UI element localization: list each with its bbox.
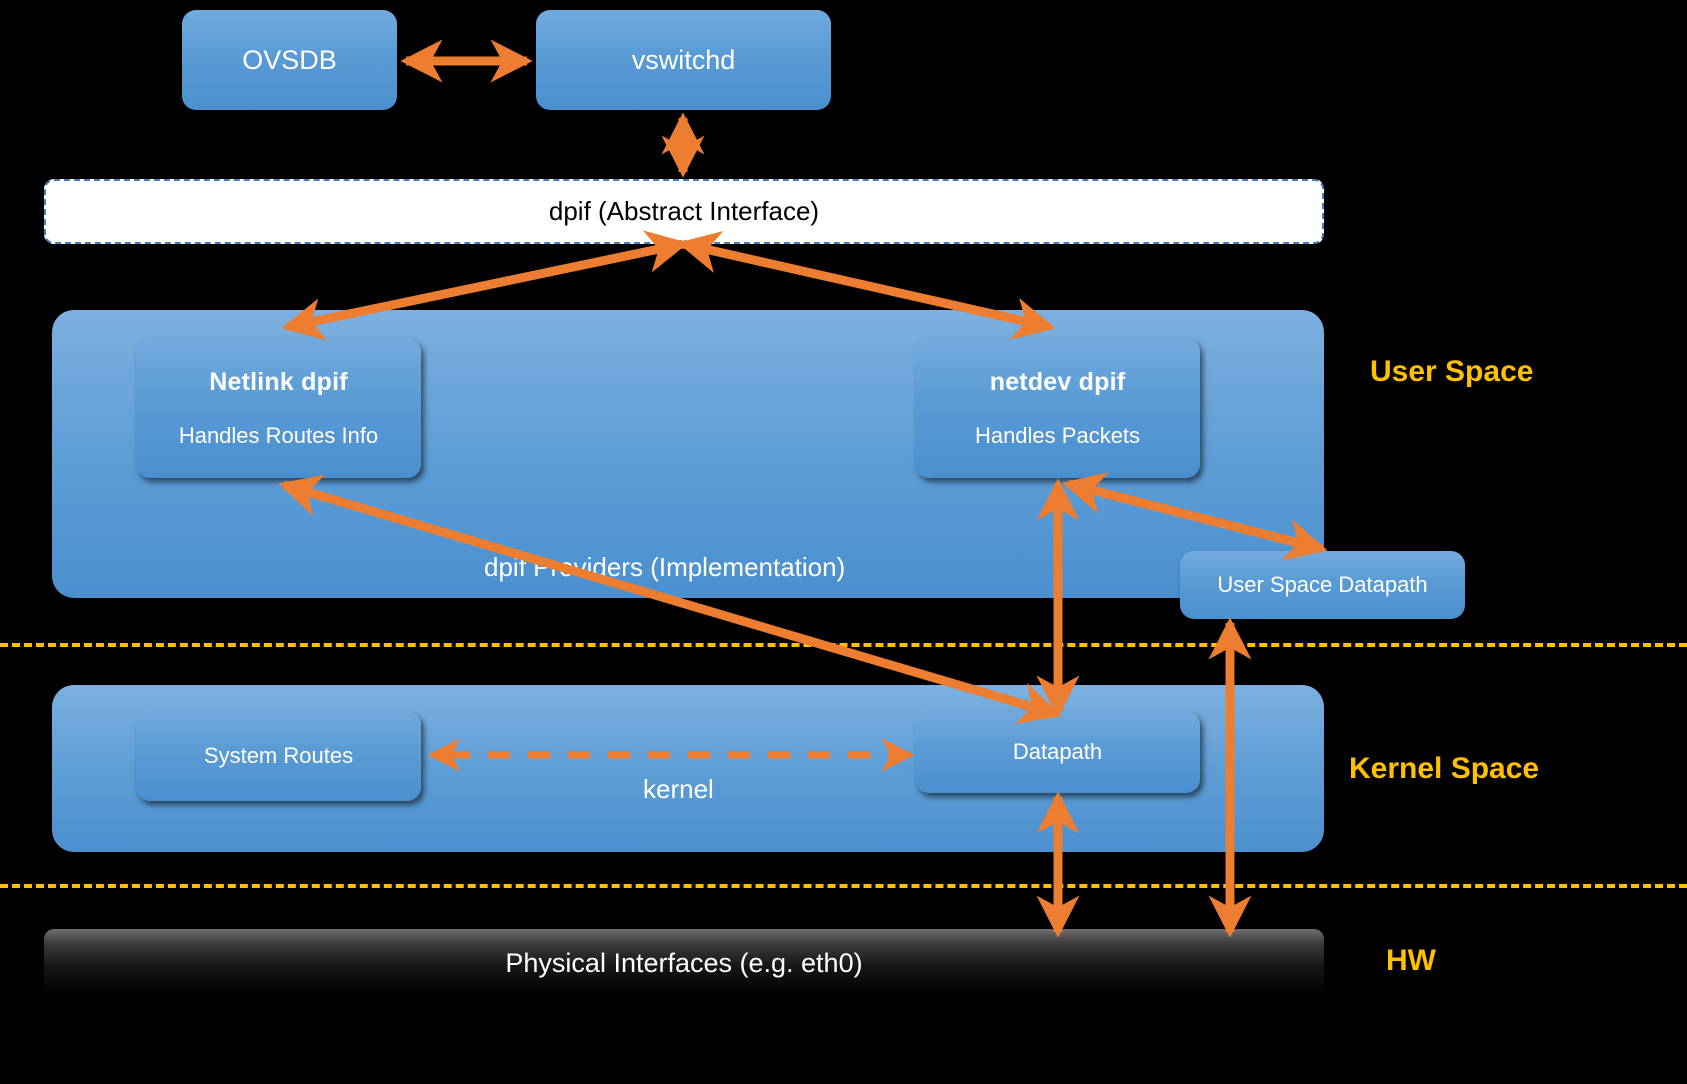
divider-user-kernel	[0, 643, 1687, 647]
node-netlink-dpif[interactable]: Netlink dpif Handles Routes Info	[136, 338, 421, 478]
user-space-panel-caption: dpif Providers (Implementation)	[484, 552, 846, 582]
node-netdev-dpif[interactable]: netdev dpif Handles Packets	[915, 338, 1200, 478]
node-netdev-dpif-title: netdev dpif	[989, 367, 1126, 396]
region-label-kernel-space: Kernel Space	[1349, 752, 1540, 785]
divider-kernel-hw	[0, 884, 1687, 888]
node-vswitchd-label: vswitchd	[631, 44, 736, 75]
node-ovsdb[interactable]: OVSDB	[182, 10, 397, 110]
kernel-panel-caption: kernel	[643, 774, 714, 804]
node-system-routes[interactable]: System Routes	[136, 711, 421, 801]
physical-interfaces-bar[interactable]: Physical Interfaces (e.g. eth0)	[44, 929, 1324, 997]
node-netdev-dpif-subtitle: Handles Packets	[974, 422, 1141, 448]
node-vswitchd[interactable]: vswitchd	[536, 10, 831, 110]
dpif-abstract-interface-label: dpif (Abstract Interface)	[548, 196, 820, 226]
physical-interfaces-label: Physical Interfaces (e.g. eth0)	[505, 947, 863, 978]
node-netlink-dpif-subtitle: Handles Routes Info	[178, 422, 379, 448]
node-netlink-dpif-title: Netlink dpif	[209, 367, 348, 396]
dpif-abstract-interface-box[interactable]: dpif (Abstract Interface)	[44, 179, 1324, 244]
node-user-space-datapath[interactable]: User Space Datapath	[1180, 551, 1465, 619]
node-user-space-datapath-label: User Space Datapath	[1217, 572, 1428, 597]
region-label-hw: HW	[1386, 944, 1436, 977]
node-system-routes-label: System Routes	[203, 743, 354, 768]
node-ovsdb-label: OVSDB	[242, 44, 337, 75]
node-datapath[interactable]: Datapath	[915, 711, 1200, 793]
region-label-user-space: User Space	[1370, 355, 1534, 388]
node-datapath-label: Datapath	[1012, 739, 1103, 764]
